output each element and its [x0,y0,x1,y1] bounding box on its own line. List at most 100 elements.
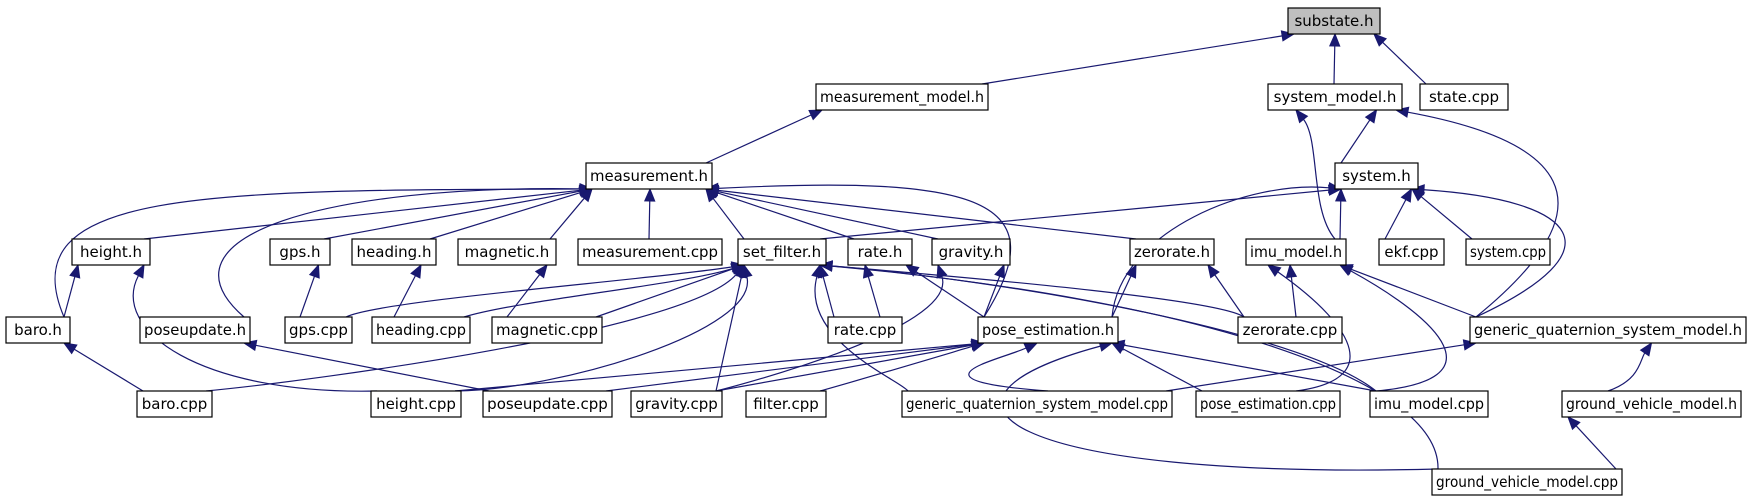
node-measurement-model-h[interactable]: measurement_model.h [815,83,989,111]
node-label: measurement.h [590,167,708,185]
node-label: generic_quaternion_system_model.cpp [906,395,1168,414]
node-system-h[interactable]: system.h [1334,162,1419,190]
node-label: system.cpp [1470,243,1546,261]
edge-height-cpp-to-height-h [132,263,378,392]
arrowhead [1285,263,1298,279]
node-imu-model-cpp[interactable]: imu_model.cpp [1369,390,1489,418]
node-label: baro.h [14,321,62,339]
node-rate-h[interactable]: rate.h [847,238,913,266]
node-box [491,316,603,344]
node-label: gps.cpp [289,321,348,339]
node-imu-model-h[interactable]: imu_model.h [1245,238,1347,266]
edge-ekf-cpp-to-system-h [1384,187,1413,240]
node-ekf-cpp[interactable]: ekf.cpp [1378,238,1445,266]
node-box [847,238,913,266]
edge-heading-cpp-to-heading-h [393,263,422,318]
node-pose-estimation-cpp[interactable]: pose_estimation.cpp [1195,390,1341,418]
arrowhead [994,263,1005,279]
edge-system-cpp-to-system-h [1411,188,1473,240]
edge-pose-estimation-h-to-gravity-h [983,263,1005,318]
node-box [1287,7,1381,35]
node-gqsm-h[interactable]: generic_quaternion_system_model.h [1469,316,1747,344]
node-label: imu_model.cpp [1374,395,1484,414]
node-label: pose_estimation.cpp [1200,395,1336,414]
node-box [901,390,1173,418]
node-poseupdate-h[interactable]: poseupdate.h [139,316,251,344]
node-box [1419,83,1509,111]
node-box [136,390,213,418]
node-gps-h[interactable]: gps.h [269,238,331,266]
node-label: height.cpp [376,395,456,413]
node-measurement-h[interactable]: measurement.h [585,162,713,190]
node-baro-h[interactable]: baro.h [5,316,71,344]
node-magnetic-cpp[interactable]: magnetic.cpp [491,316,603,344]
node-label: magnetic.cpp [496,321,598,339]
node-label: ekf.cpp [1384,243,1438,261]
arrowhead [133,263,145,279]
node-heading-h[interactable]: heading.h [351,238,437,266]
arrowhead [1567,416,1581,431]
edge-zerorate-cpp-to-zerorate-h [1207,263,1245,318]
edge-rate-cpp-to-rate-h [862,263,881,318]
node-system-cpp[interactable]: system.cpp [1465,238,1551,266]
node-gps-cpp[interactable]: gps.cpp [284,316,353,344]
node-label: ground_vehicle_model.h [1566,395,1737,414]
node-label: set_filter.h [743,243,821,262]
node-label: ground_vehicle_model.cpp [1436,473,1618,492]
node-label: system_model.h [1274,88,1397,107]
arrowhead [579,188,593,203]
edge-gqsm-cpp-to-set-filter-h [811,263,909,392]
edge-zerorate-cpp-to-imu-model-h [1285,263,1298,318]
node-label: gravity.h [939,243,1004,261]
edge-gqsm-h-to-system-model-h [1394,106,1559,318]
arrowhead [69,263,81,279]
node-substate-h[interactable]: substate.h [1287,7,1381,35]
node-pose-estimation-h[interactable]: pose_estimation.h [977,316,1119,344]
node-poseupdate-cpp[interactable]: poseupdate.cpp [482,390,613,418]
node-set-filter-h[interactable]: set_filter.h [737,238,827,266]
arrowhead [811,263,823,279]
edge-state-cpp-to-substate-h [1373,33,1427,85]
node-zerorate-h[interactable]: zerorate.h [1129,238,1215,266]
edge-imu-model-cpp-to-imu-model-h [1338,264,1447,392]
node-box [931,238,1011,266]
node-heading-cpp[interactable]: heading.cpp [371,316,471,344]
node-label: zerorate.cpp [1243,321,1338,339]
node-height-cpp[interactable]: height.cpp [370,390,462,418]
node-magnetic-h[interactable]: magnetic.h [457,238,557,266]
arrowhead [410,263,422,279]
edge-filter-cpp-to-pose-estimation-h [819,340,986,392]
edge-imu-model-h-to-system-model-h [1295,108,1336,240]
arrowhead [862,263,874,279]
node-filter-cpp[interactable]: filter.cpp [745,390,827,418]
node-label: imu_model.h [1250,243,1342,262]
node-ground-vehicle-model-cpp[interactable]: ground_vehicle_model.cpp [1431,468,1623,496]
node-system-model-h[interactable]: system_model.h [1267,83,1403,111]
node-height-h[interactable]: height.h [71,238,151,266]
node-gravity-h[interactable]: gravity.h [931,238,1011,266]
node-state-cpp[interactable]: state.cpp [1419,83,1509,111]
edge-gravity-cpp-to-set-filter-h [715,263,747,392]
node-label: gps.h [279,243,320,261]
edge-gps-h-to-measurement-h [323,185,594,240]
edge-gps-cpp-to-gps-h [299,263,320,318]
node-measurement-cpp[interactable]: measurement.cpp [577,238,723,266]
node-box [351,238,437,266]
edge-gravity-cpp-to-gravity-h [715,263,948,392]
node-zerorate-cpp[interactable]: zerorate.cpp [1237,316,1343,344]
arrowhead [904,264,920,277]
edge-magnetic-cpp-to-set-filter-h [595,263,746,318]
arrowhead [308,263,320,279]
node-box [1334,162,1419,190]
arrowhead [1400,187,1413,203]
edge-measurement-h-to-measurement-model-h [705,109,824,164]
node-ground-vehicle-model-h[interactable]: ground_vehicle_model.h [1561,390,1742,418]
node-box [284,316,353,344]
node-baro-cpp[interactable]: baro.cpp [136,390,213,418]
edge-zerorate-h-to-measurement-h [704,184,1137,240]
arrowhead [735,263,747,279]
node-rate-cpp[interactable]: rate.cpp [827,316,903,344]
node-gqsm-cpp[interactable]: generic_quaternion_system_model.cpp [901,390,1173,418]
node-gravity-cpp[interactable]: gravity.cpp [630,390,723,418]
node-label: rate.h [858,243,903,261]
